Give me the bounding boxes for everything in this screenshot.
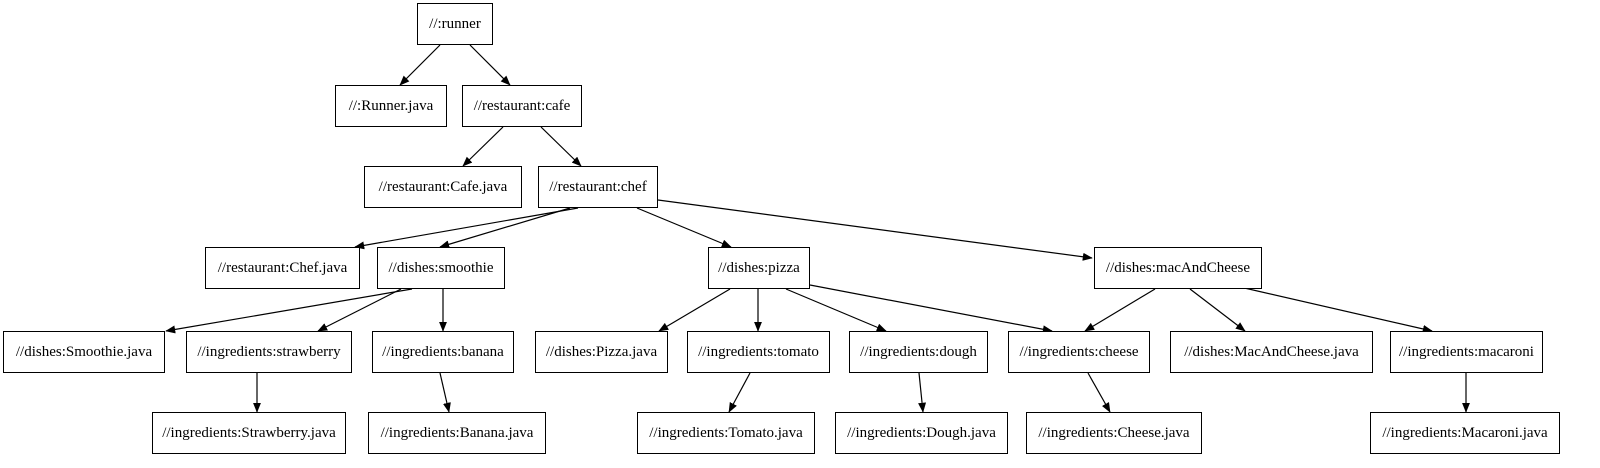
graph-node-dishes_macandchs[interactable]: //dishes:macAndCheese xyxy=(1094,247,1262,289)
graph-node-label: //ingredients:dough xyxy=(860,343,977,360)
graph-node-label: //ingredients:Banana.java xyxy=(380,424,534,441)
graph-node-label: //ingredients:banana xyxy=(382,343,504,360)
graph-node-label: //ingredients:Dough.java xyxy=(847,424,996,441)
graph-node-label: //:runner xyxy=(429,15,481,32)
graph-node-label: //ingredients:Cheese.java xyxy=(1038,424,1190,441)
graph-node-dishes_pizza[interactable]: //dishes:pizza xyxy=(708,247,810,289)
graph-node-label: //restaurant:Cafe.java xyxy=(378,178,508,195)
graph-node-ing_cheese[interactable]: //ingredients:cheese xyxy=(1008,331,1150,373)
graph-node-macaroni_java[interactable]: //ingredients:Macaroni.java xyxy=(1370,412,1560,454)
graph-node-runner[interactable]: //:runner xyxy=(417,3,493,45)
graph-node-ing_tomato[interactable]: //ingredients:tomato xyxy=(687,331,830,373)
graph-node-ing_macaroni[interactable]: //ingredients:macaroni xyxy=(1390,331,1543,373)
graph-node-label: //ingredients:tomato xyxy=(698,343,819,360)
graph-node-cafe_java[interactable]: //restaurant:Cafe.java xyxy=(364,166,522,208)
graph-node-dishes_smoothie[interactable]: //dishes:smoothie xyxy=(377,247,505,289)
graph-node-label: //dishes:smoothie xyxy=(388,259,494,276)
graph-node-cheese_java[interactable]: //ingredients:Cheese.java xyxy=(1026,412,1202,454)
graph-node-label: //dishes:MacAndCheese.java xyxy=(1184,343,1359,360)
graph-node-label: //ingredients:Macaroni.java xyxy=(1382,424,1548,441)
graph-node-ing_dough[interactable]: //ingredients:dough xyxy=(849,331,988,373)
graph-node-ing_strawberry[interactable]: //ingredients:strawberry xyxy=(186,331,352,373)
graph-node-label: //dishes:pizza xyxy=(718,259,800,276)
graph-node-strawberry_java[interactable]: //ingredients:Strawberry.java xyxy=(152,412,346,454)
graph-node-label: //ingredients:Strawberry.java xyxy=(162,424,336,441)
graph-node-label: //dishes:Smoothie.java xyxy=(15,343,153,360)
graph-node-smoothie_java[interactable]: //dishes:Smoothie.java xyxy=(3,331,165,373)
graph-node-label: //dishes:macAndCheese xyxy=(1105,259,1251,276)
graph-node-ing_banana[interactable]: //ingredients:banana xyxy=(372,331,514,373)
graph-node-label: //restaurant:chef xyxy=(549,178,647,195)
graph-node-label: //ingredients:cheese xyxy=(1019,343,1139,360)
graph-node-restaurant_cafe[interactable]: //restaurant:cafe xyxy=(462,85,582,127)
graph-node-label: //restaurant:Chef.java xyxy=(217,259,348,276)
graph-node-runner_java[interactable]: //:Runner.java xyxy=(335,85,447,127)
graph-node-label: //dishes:Pizza.java xyxy=(545,343,658,360)
graph-node-pizza_java[interactable]: //dishes:Pizza.java xyxy=(535,331,668,373)
graph-node-chef_java[interactable]: //restaurant:Chef.java xyxy=(205,247,360,289)
graph-node-label: //restaurant:cafe xyxy=(473,97,571,114)
graph-node-restaurant_chef[interactable]: //restaurant:chef xyxy=(538,166,658,208)
graph-node-banana_java[interactable]: //ingredients:Banana.java xyxy=(368,412,546,454)
graph-node-label: //ingredients:macaroni xyxy=(1399,343,1534,360)
graph-node-label: //ingredients:Tomato.java xyxy=(649,424,803,441)
graph-node-label: //:Runner.java xyxy=(348,97,434,114)
graph-node-label: //ingredients:strawberry xyxy=(197,343,341,360)
graph-node-tomato_java[interactable]: //ingredients:Tomato.java xyxy=(637,412,815,454)
graph-node-macandcheese_java[interactable]: //dishes:MacAndCheese.java xyxy=(1170,331,1373,373)
graph-node-dough_java[interactable]: //ingredients:Dough.java xyxy=(835,412,1008,454)
